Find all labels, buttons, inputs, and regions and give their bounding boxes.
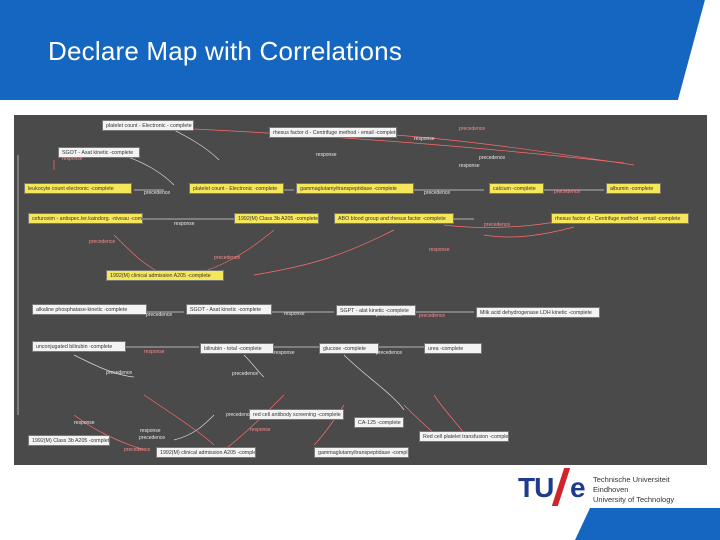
node-clinical-admission-bottom[interactable]: 1992(M) clinical admission A205 -complet… xyxy=(156,447,256,458)
node-sgot-top[interactable]: SGOT - Asat kinetic -complete xyxy=(58,147,140,158)
node-red-cell-antibody[interactable]: red cell antibody screening -complete xyxy=(249,409,344,420)
node-leukocyte-count[interactable]: leukocyte count electronic -complete xyxy=(24,183,132,194)
node-cefuroxim[interactable]: cefuroxim - antispec.ter.kaindorg. -nive… xyxy=(28,213,143,224)
edge-label: response xyxy=(250,427,271,433)
edge-label: precedence xyxy=(106,370,133,376)
edge-label: precedence xyxy=(459,126,486,132)
node-sgot-row5[interactable]: SGOT - Asat kinetic -complete xyxy=(186,304,272,315)
edge-label: precedence xyxy=(376,350,403,356)
edge-label: precedence xyxy=(376,312,403,318)
node-calcium[interactable]: calcium -complete xyxy=(489,183,544,194)
edge-label: response xyxy=(62,156,83,162)
edge-label: precedence xyxy=(139,435,166,441)
edge-label: response xyxy=(140,428,161,434)
node-class3b-row3[interactable]: 1992(M) Class 3b A205 -complete xyxy=(234,213,319,224)
node-urea[interactable]: urea -complete xyxy=(424,343,482,354)
edge-label: precedence xyxy=(214,255,241,261)
edge-label: precedence xyxy=(89,239,116,245)
edge-label: precedence xyxy=(484,222,511,228)
node-red-cell-transfusion[interactable]: Red cell platelet transfusion -complete xyxy=(419,431,509,442)
node-platelet-count-top[interactable]: platelet count - Electronic - complete xyxy=(102,120,194,131)
edge-label: precedence xyxy=(554,189,581,195)
edge-label: response xyxy=(274,350,295,356)
logo-slash xyxy=(551,468,571,506)
logo-mark-tu: TU xyxy=(518,472,554,503)
node-sgpt[interactable]: SGPT - alat kinetic -complete xyxy=(336,305,416,316)
logo-line-3: University of Technology xyxy=(593,495,675,504)
edge-label: response xyxy=(429,247,450,253)
node-ldh[interactable]: Milk acid dehydrogenase LDH kinetic -com… xyxy=(476,307,600,318)
node-rhesus-factor-row3[interactable]: rhesus factor d - Centrifuge method - em… xyxy=(551,213,689,224)
node-platelet-count-row2[interactable]: platelet count - Electronic -complete xyxy=(189,183,284,194)
logo-mark-e: e xyxy=(570,472,586,503)
node-ggt-bottom[interactable]: gammaglutamyltranspeptidase -compl. xyxy=(314,447,409,458)
edge-label: response xyxy=(459,163,480,169)
node-albumin[interactable]: albumin -complete xyxy=(606,183,661,194)
node-ggt-row2[interactable]: gammaglutamyltranspeptidase -complete xyxy=(296,183,414,194)
node-clinical-admission-mid[interactable]: 1992(M) clinical admission A205 -complet… xyxy=(106,270,224,281)
node-alkaline-phosphatase[interactable]: alkaline phosphatase-kinetic -complete xyxy=(32,304,147,315)
node-ca125[interactable]: CA-125 -complete xyxy=(354,417,404,428)
node-unconjugated-bilirubin[interactable]: unconjugated bilirubin -complete xyxy=(32,341,126,352)
node-bilirubin-total[interactable]: bilirubin - total -complete xyxy=(200,343,274,354)
node-rhesus-factor-top[interactable]: rhesus factor d - Centrifuge method - em… xyxy=(269,127,397,138)
logo-line-2: Eindhoven xyxy=(593,485,629,494)
node-glucose[interactable]: glucose -complete xyxy=(319,343,379,354)
edge-label: response xyxy=(284,311,305,317)
node-abo-blood-group[interactable]: ABO blood group and rhesus factor -compl… xyxy=(334,213,454,224)
edge-label: response xyxy=(414,136,435,142)
footer-band xyxy=(575,508,720,540)
edge-label: response xyxy=(144,349,165,355)
node-class3b-bottom[interactable]: 1992(M) Class 3b A205 -complete xyxy=(28,435,110,446)
edge-label: precedence xyxy=(232,371,259,377)
edge-label: precedence xyxy=(124,447,151,453)
logo-line-1: Technische Universiteit xyxy=(593,475,670,484)
tue-logo: TU e Technische Universiteit Eindhoven U… xyxy=(518,468,698,510)
edge-label: precedence xyxy=(479,155,506,161)
logo-text: Technische Universiteit Eindhoven Univer… xyxy=(593,475,674,505)
diagram-edges xyxy=(17,124,635,451)
edge-label: precedence xyxy=(419,313,446,319)
edge-label: precedence xyxy=(226,412,253,418)
edge-label: response xyxy=(174,221,195,227)
edge-label: response xyxy=(74,420,95,426)
edge-label: precedence xyxy=(424,190,451,196)
declare-map-diagram: platelet count - Electronic - complete r… xyxy=(14,115,707,465)
edge-label: response xyxy=(316,152,337,158)
edge-label: precedence xyxy=(144,190,171,196)
slide-title: Declare Map with Correlations xyxy=(48,36,403,66)
edge-label: precedence xyxy=(146,312,173,318)
header-band xyxy=(0,0,720,100)
